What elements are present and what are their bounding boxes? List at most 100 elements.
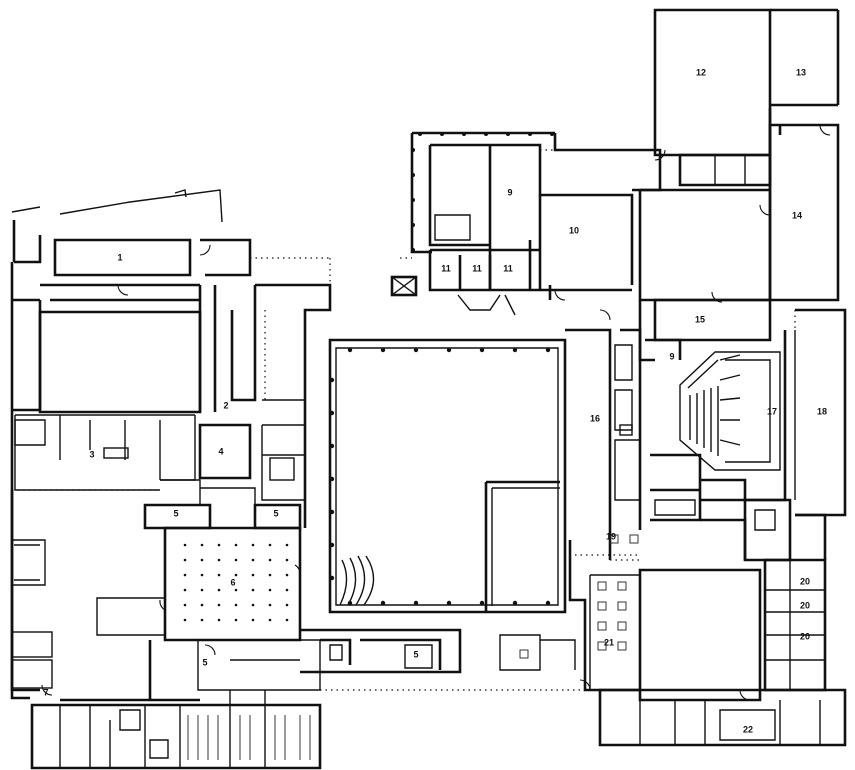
column-marker [329, 542, 335, 548]
column-marker [200, 573, 204, 577]
room-label-16: 16 [590, 413, 600, 423]
column-marker [462, 132, 466, 136]
room-label-19: 19 [606, 531, 616, 541]
room-label-4: 4 [218, 446, 223, 456]
room-label-20: 20 [800, 631, 810, 641]
column-marker [380, 600, 386, 606]
column-marker [285, 603, 289, 607]
column-marker [183, 573, 187, 577]
column-marker [380, 347, 386, 353]
column-marker [479, 347, 485, 353]
column-marker [200, 618, 204, 622]
column-marker [285, 618, 289, 622]
column-marker [217, 543, 221, 547]
column-marker [268, 543, 272, 547]
classroom-desks [187, 715, 311, 760]
column-marker [268, 588, 272, 592]
column-marker [329, 377, 335, 383]
room-label-6: 6 [230, 577, 235, 587]
room-label-2: 2 [223, 400, 228, 410]
column-marker [285, 543, 289, 547]
column-marker [183, 618, 187, 622]
column-marker [251, 603, 255, 607]
column-marker [251, 573, 255, 577]
column-marker [329, 509, 335, 515]
column-marker [347, 347, 353, 353]
columns [183, 132, 554, 622]
column-marker [200, 603, 204, 607]
room-label-1: 1 [117, 252, 122, 262]
column-marker [183, 543, 187, 547]
column-marker [411, 248, 415, 252]
room-label-9: 9 [669, 351, 674, 361]
column-marker [479, 600, 485, 606]
room-label-7: 7 [43, 687, 48, 697]
column-marker [545, 347, 551, 353]
column-marker [545, 600, 551, 606]
column-marker [217, 603, 221, 607]
column-marker [285, 558, 289, 562]
column-marker [251, 618, 255, 622]
column-marker [183, 588, 187, 592]
room-label-17: 17 [767, 406, 777, 416]
room-label-9: 9 [507, 187, 512, 197]
column-marker [251, 543, 255, 547]
room-label-13: 13 [796, 67, 806, 77]
column-marker [200, 543, 204, 547]
column-marker [446, 600, 452, 606]
column-marker [251, 558, 255, 562]
doors [41, 124, 831, 701]
column-marker [268, 603, 272, 607]
column-marker [411, 223, 415, 227]
room-label-15: 15 [695, 314, 705, 324]
room-label-3: 3 [89, 449, 94, 459]
room-label-11: 11 [441, 263, 451, 273]
column-marker [183, 603, 187, 607]
room-label-10: 10 [569, 225, 579, 235]
room-label-11: 11 [472, 263, 482, 273]
column-marker [234, 603, 238, 607]
column-marker [413, 600, 419, 606]
table-cluster [519, 534, 639, 659]
column-marker [285, 588, 289, 592]
column-marker [234, 558, 238, 562]
furniture [187, 534, 639, 760]
room-label-5: 5 [173, 508, 178, 518]
column-marker [268, 618, 272, 622]
column-marker [329, 476, 335, 482]
room-label-5: 5 [413, 649, 418, 659]
dotted-boundaries [12, 149, 796, 691]
walls [10, 8, 847, 770]
room-label-11: 11 [503, 263, 513, 273]
column-marker [446, 347, 452, 353]
room-label-20: 20 [800, 576, 810, 586]
column-marker [329, 410, 335, 416]
column-marker [234, 618, 238, 622]
room-labels: 1 2 3 4 5 5 5 5 6 7 9 9 10 11 11 11 12 1… [43, 67, 827, 734]
room-label-21: 21 [604, 637, 614, 647]
room-label-22: 22 [743, 724, 753, 734]
column-marker [268, 558, 272, 562]
column-marker [550, 132, 554, 136]
column-marker [200, 558, 204, 562]
room-label-14: 14 [792, 210, 802, 220]
room-label-5: 5 [202, 657, 207, 667]
column-marker [285, 573, 289, 577]
column-marker [234, 543, 238, 547]
column-marker [217, 573, 221, 577]
column-marker [512, 347, 518, 353]
column-marker [268, 573, 272, 577]
column-marker [329, 575, 335, 581]
column-marker [329, 443, 335, 449]
column-marker [440, 132, 444, 136]
column-marker [217, 618, 221, 622]
column-marker [200, 588, 204, 592]
room-label-18: 18 [817, 406, 827, 416]
column-marker [183, 558, 187, 562]
column-marker [528, 132, 532, 136]
room-label-5: 5 [273, 508, 278, 518]
column-marker [411, 148, 415, 152]
column-marker [234, 573, 238, 577]
column-marker [217, 588, 221, 592]
